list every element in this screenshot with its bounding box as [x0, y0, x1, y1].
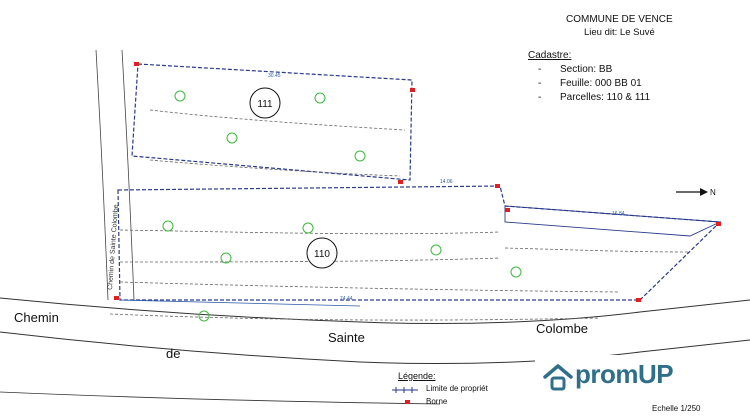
borne [636, 298, 641, 302]
tree [510, 266, 522, 278]
parcel-111-label: 111 [257, 99, 273, 110]
tree [430, 244, 442, 256]
dimension-label: 30.45 [268, 73, 281, 79]
legend-borne-symbol [405, 400, 410, 404]
borne [505, 208, 510, 212]
road-label-word: Chemin [14, 310, 59, 325]
parcel-111-circle [249, 87, 281, 119]
brand-logo: promUP [535, 355, 687, 401]
borne [716, 222, 721, 226]
road-label-word: Sainte [328, 330, 365, 345]
brand-name: promUP [575, 359, 674, 389]
road-edge-top [0, 297, 750, 325]
left-road-edge [95, 49, 109, 301]
lieu-dit: Lieu dit: Le Suvé [584, 27, 655, 38]
dimension-label: 16.84 [612, 211, 625, 217]
legend-title: Légende: [398, 371, 436, 381]
parcel-110-label: 110 [314, 249, 330, 260]
dimension-label: 74.44 [340, 296, 353, 302]
dimension-label: 14.06 [440, 179, 453, 185]
house-icon [543, 364, 573, 391]
borne [495, 184, 500, 188]
legend-item: Borne [426, 397, 448, 406]
borne [398, 180, 403, 184]
commune-title: COMMUNE DE VENCE [566, 14, 673, 25]
cadastre-line: -Parcelles: 110 & 111 [538, 92, 651, 103]
road-label-word: Colombe [536, 321, 589, 336]
borne [134, 62, 139, 66]
scale-label: Echelle 1/250 [652, 404, 701, 413]
cadastre-line: -Feuille: 000 BB 01 [538, 78, 642, 89]
road-label-vertical: Chemin de Sainte Colombe [107, 204, 120, 290]
tree [226, 132, 238, 144]
tree [174, 90, 186, 102]
tree [198, 310, 210, 322]
tree [162, 220, 174, 232]
legend-item: Limite de propriét [426, 384, 488, 393]
parcel-110-strip [504, 205, 722, 237]
north-arrow-icon: N [676, 188, 716, 197]
parcel-110-boundary [117, 185, 722, 301]
legend-boundary-symbol [392, 387, 418, 393]
cadastre-title: Cadastre: [528, 50, 572, 61]
tree [354, 150, 366, 162]
cadastre-line: -Section: BB [538, 64, 613, 75]
left-road-edge-2 [121, 49, 135, 301]
tree [314, 92, 326, 104]
parcel-110-circle [306, 237, 338, 269]
road-label-word: de [166, 346, 181, 361]
road-edge-lower [0, 391, 441, 405]
parcel-111-boundary [131, 63, 413, 181]
tree [220, 252, 232, 264]
svg-text:N: N [710, 188, 716, 197]
tree [302, 222, 314, 234]
borne [410, 88, 415, 92]
borne [114, 296, 119, 300]
